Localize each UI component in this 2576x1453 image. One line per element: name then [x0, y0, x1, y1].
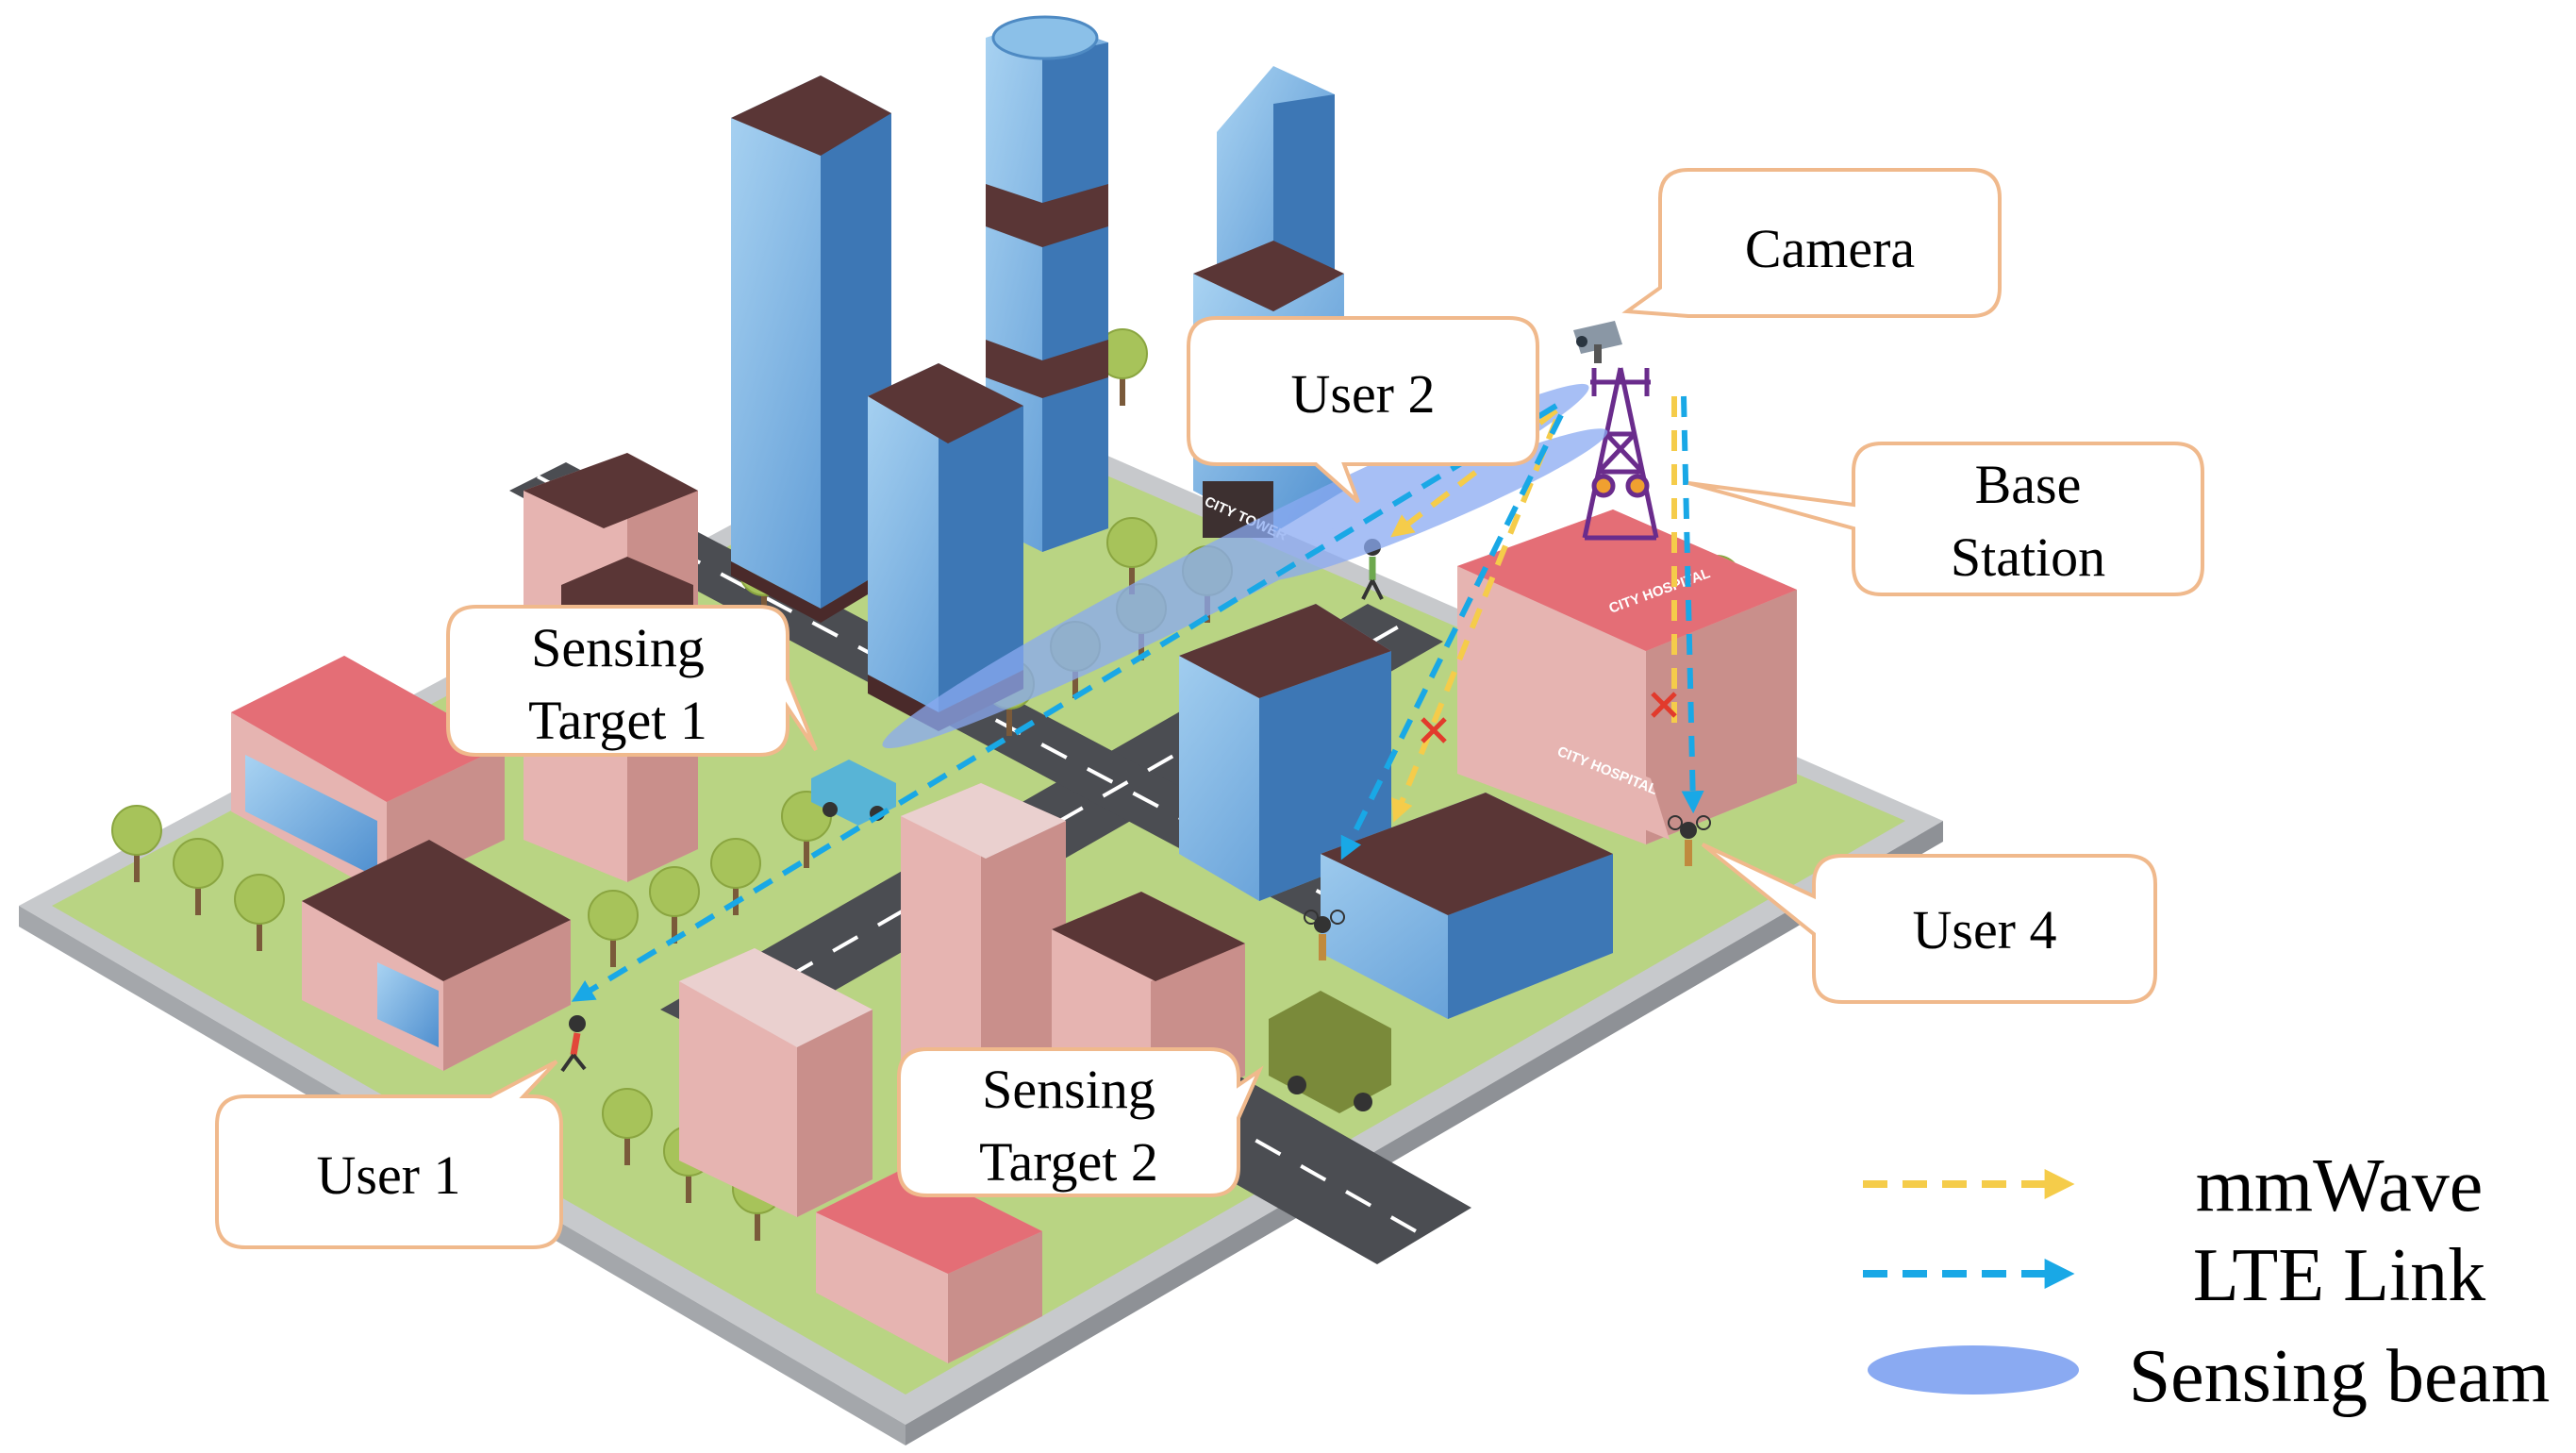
lte-links: [571, 395, 1704, 1002]
pedestrian-user-1: [560, 1015, 587, 1073]
legend-sensing-beam: Sensing beam: [1868, 1335, 2550, 1418]
mmwave-link-blocked-left: [1391, 418, 1559, 823]
legend-mmwave: mmWave: [1863, 1144, 2483, 1228]
legend-lte-label: LTE Link: [2193, 1234, 2485, 1317]
skyscraper-c: CITY TOWER: [1193, 66, 1344, 544]
blocked-link-markers: [1421, 692, 1677, 743]
callout-sensing-target-2-line-1: Sensing: [982, 1059, 1155, 1120]
blocked-marker-left: [1421, 717, 1447, 743]
base-station-tower-icon: [1582, 367, 1659, 541]
legend-lte: LTE Link: [1863, 1234, 2485, 1317]
callout-user-4-label: User 4: [1912, 899, 2056, 960]
car-sensing-target-1: [811, 760, 896, 826]
building-low-glass: [1321, 793, 1613, 1019]
callout-base-station: Base Station: [1687, 442, 2204, 596]
lte-link-user-1: [571, 403, 1558, 1002]
lte-link-user-3: [1340, 413, 1564, 860]
pedestrian-user-3: [1304, 910, 1345, 960]
callout-sensing-target-1: Sensing Target 1: [446, 605, 818, 757]
blocked-marker-right: [1651, 692, 1677, 718]
callout-camera: Camera: [1621, 168, 2002, 318]
callout-base-station-line-1: Base: [1975, 454, 2082, 515]
building-center-pink: [901, 783, 1066, 1118]
hospital-building: CITY HOSPITAL CITY HOSPITAL: [1457, 509, 1797, 844]
skyscraper-a: [731, 75, 891, 623]
building-bottom-pink: [816, 1165, 1042, 1363]
legend-mmwave-label: mmWave: [2196, 1144, 2484, 1228]
callout-sensing-target-1-line-1: Sensing: [531, 617, 705, 678]
callout-user-1-label: User 1: [316, 1144, 460, 1206]
sensing-beam-target-1: [882, 383, 1589, 749]
callout-user-2: User 2: [1187, 316, 1539, 504]
callout-base-station-line-2: Station: [1951, 526, 2105, 588]
callout-user-2-label: User 2: [1290, 363, 1435, 425]
lte-link-user-4: [1681, 395, 1704, 814]
callout-sensing-target-2-line-2: Target 2: [979, 1131, 1158, 1193]
building-front-left: [302, 840, 571, 1071]
callout-sensing-target-1-line-2: Target 1: [528, 690, 707, 751]
callout-camera-label: Camera: [1745, 218, 1915, 279]
building-front-apartments: [679, 948, 873, 1217]
legend: mmWave LTE Link Sensing beam: [1863, 1144, 2550, 1418]
camera-icon: [1573, 321, 1622, 363]
building-left-pink: [231, 656, 505, 896]
truck-sensing-target-2: [1269, 991, 1391, 1113]
legend-sensing-beam-label: Sensing beam: [2129, 1335, 2551, 1418]
callout-user-1: User 1: [215, 1060, 563, 1249]
callout-sensing-target-2: Sensing Target 2: [897, 1047, 1264, 1197]
callout-user-4: User 4: [1701, 843, 2157, 1004]
midrise-tower-d: [868, 363, 1023, 731]
pedestrian-user-4: [1668, 815, 1711, 866]
mmwave-links: [1390, 396, 1677, 823]
